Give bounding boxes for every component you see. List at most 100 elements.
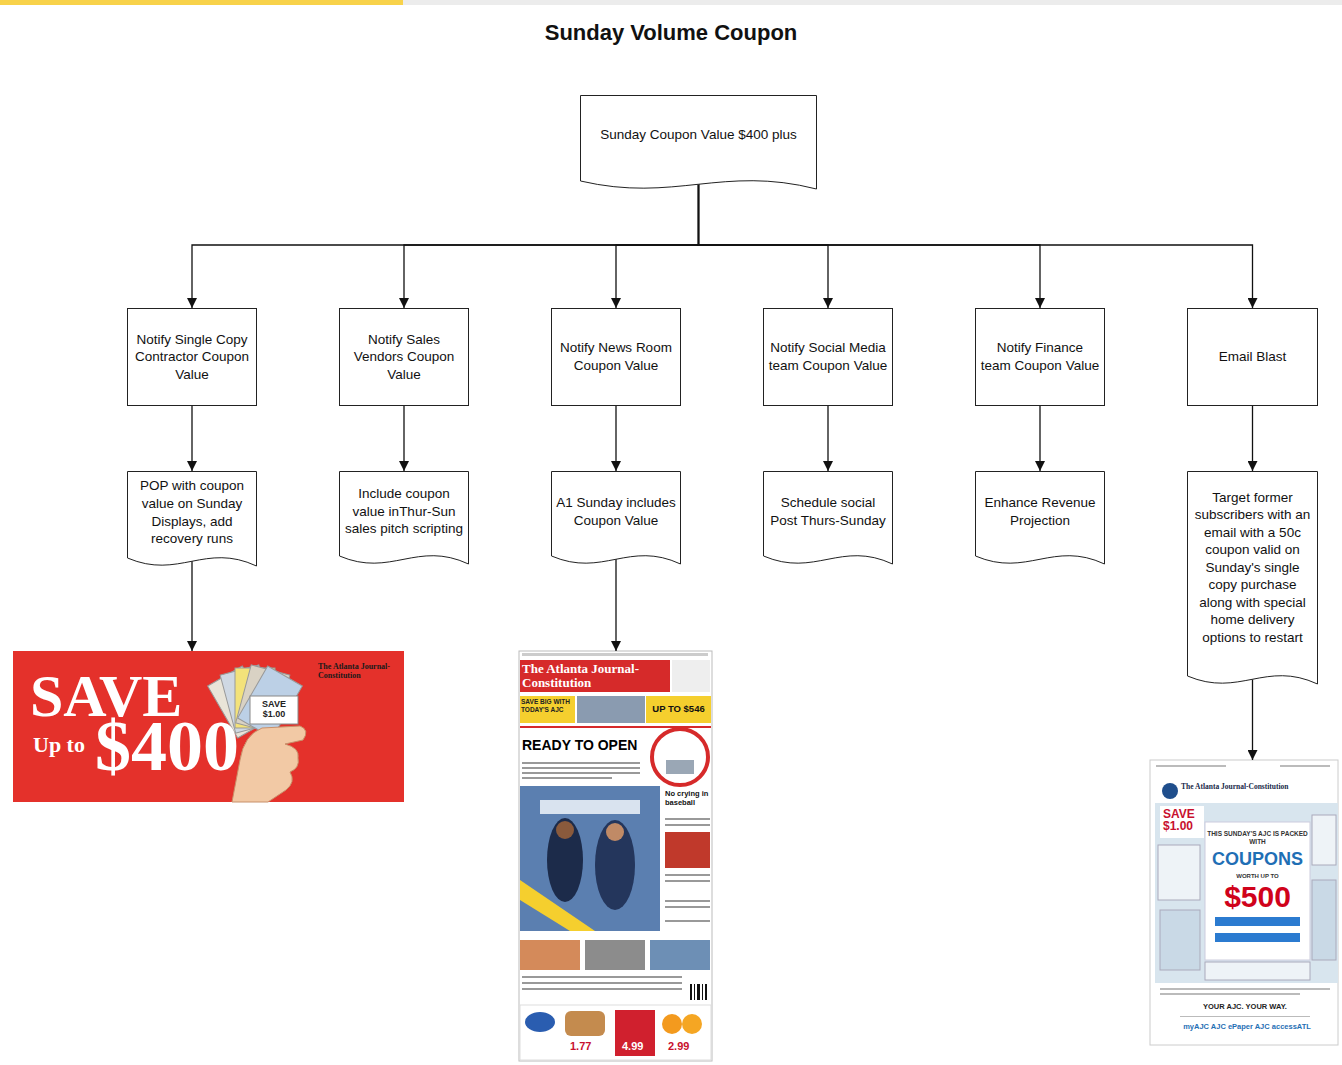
- illustration-text: myAJC AJC ePaper AJC accessATL: [1158, 1022, 1336, 1031]
- text-line: [665, 880, 710, 882]
- email-preview: [1150, 760, 1338, 1045]
- text-line: [1160, 988, 1330, 990]
- illustration-panel: SAVEUp to$400The Atlanta Journal-Constit…: [13, 651, 404, 802]
- connector: [1252, 406, 1253, 471]
- coupon: [1160, 806, 1204, 838]
- node-label: Notify Social Media team Coupon Value: [768, 339, 888, 374]
- document-outline-path: [764, 472, 893, 565]
- node-body: Include coupon value inThur-Sun sales pi…: [339, 471, 469, 570]
- document-outline-path: [1188, 472, 1318, 685]
- connector: [191, 561, 192, 651]
- node-body: Sunday Coupon Value $400 plus: [580, 95, 817, 195]
- connector: [403, 406, 404, 471]
- document-outline: [580, 95, 817, 195]
- text-line: [1156, 765, 1226, 767]
- connector: [1252, 679, 1253, 760]
- node-body: A1 Sunday includes Coupon Value: [551, 471, 681, 570]
- node-body: Notify Sales Vendors Coupon Value: [340, 309, 468, 405]
- illustration-text: READY TO OPEN: [522, 738, 637, 753]
- hand: [232, 726, 306, 802]
- illustration-text: 4.99: [622, 1040, 643, 1052]
- text-line: [522, 982, 682, 984]
- promo-band: [646, 696, 711, 723]
- ear: [672, 660, 710, 692]
- node-body: Notify Single Copy Contractor Coupon Val…: [128, 309, 256, 405]
- process-box: Notify Single Copy Contractor Coupon Val…: [127, 308, 257, 406]
- connector: [191, 406, 192, 471]
- bunting: [540, 800, 640, 814]
- connector: [827, 406, 828, 471]
- text-line: [665, 920, 710, 922]
- document-outline-path: [581, 96, 817, 190]
- banner-ground: [13, 651, 404, 802]
- player-head: [556, 821, 574, 839]
- process-box: Notify News Room Coupon Value: [551, 308, 681, 406]
- coupon: [250, 696, 298, 724]
- email-page: [1150, 760, 1338, 1045]
- badge: [652, 729, 708, 785]
- illustration-text: Up to: [33, 734, 85, 756]
- connector: [616, 184, 699, 308]
- newspaper-front: [519, 651, 712, 1061]
- text-line: [665, 818, 710, 820]
- coupon: [1158, 845, 1200, 900]
- promo-photo: [577, 696, 645, 723]
- promo-band: [520, 696, 575, 723]
- illustration-text: COUPONS: [1207, 850, 1308, 870]
- document-outline-path: [976, 472, 1105, 565]
- diagram-title: Sunday Volume Coupon: [0, 20, 1342, 46]
- node-body: POP with coupon value on Sunday Displays…: [127, 471, 257, 572]
- top-accent: [0, 0, 403, 5]
- ad: [520, 1005, 711, 1060]
- node-label: Schedule social Post Thurs-Sunday: [767, 494, 889, 529]
- node-body: Notify Social Media team Coupon Value: [764, 309, 892, 405]
- connector: [404, 184, 699, 308]
- illustration-text: 2.99: [668, 1040, 689, 1052]
- connector: [615, 406, 616, 471]
- button: [1215, 917, 1300, 926]
- price-ground: [615, 1010, 655, 1056]
- text-line: [665, 874, 710, 876]
- connector: [615, 559, 616, 651]
- page: [519, 651, 712, 1061]
- food: [662, 1014, 682, 1034]
- connector: [699, 184, 1253, 308]
- text-line: [665, 900, 710, 902]
- text-line: [1180, 1016, 1310, 1017]
- node-label: Target former subscribers with an email …: [1191, 489, 1314, 647]
- text-line: [522, 762, 640, 764]
- text-line: [522, 767, 640, 769]
- illustration-panel: The Atlanta Journal-ConstitutionSAVE BIG…: [519, 651, 712, 1061]
- illustration-text: The Atlanta Journal-Constitution: [318, 662, 396, 680]
- masthead: [520, 660, 670, 692]
- text-line: [1160, 993, 1300, 995]
- coupon: [1160, 910, 1200, 970]
- coupon: [1312, 815, 1336, 865]
- coupon-banner: [13, 651, 404, 802]
- node-body: Notify News Room Coupon Value: [552, 309, 680, 405]
- connector: [699, 184, 1041, 308]
- document-outline-path: [128, 472, 257, 567]
- illustration-text: The Atlanta Journal-Constitution: [522, 662, 668, 690]
- coupon: [1205, 962, 1310, 980]
- node-label: Email Blast: [1219, 348, 1287, 366]
- illustration-text: SAVE $1.00: [1163, 808, 1203, 832]
- text-line: [522, 777, 612, 779]
- document-outline-path: [552, 472, 681, 565]
- text-line: [522, 772, 640, 774]
- node-body: Enhance Revenue Projection: [975, 471, 1105, 570]
- illustration-text: No crying in baseball: [665, 789, 711, 807]
- strip-photo: [650, 940, 710, 970]
- badge-photo: [666, 760, 694, 774]
- ribbon: [520, 880, 595, 931]
- connector: [192, 184, 699, 308]
- text-line: [1280, 765, 1330, 767]
- document-outline-path: [340, 472, 469, 565]
- callout-label: SAVE $1.00: [252, 699, 296, 719]
- illustration-panel: The Atlanta Journal-ConstitutionSAVE $1.…: [1150, 760, 1338, 1045]
- food: [565, 1011, 605, 1036]
- collage: [1155, 803, 1338, 983]
- document-shape: POP with coupon value on Sunday Displays…: [127, 471, 257, 572]
- node-label: POP with coupon value on Sunday Displays…: [131, 477, 253, 547]
